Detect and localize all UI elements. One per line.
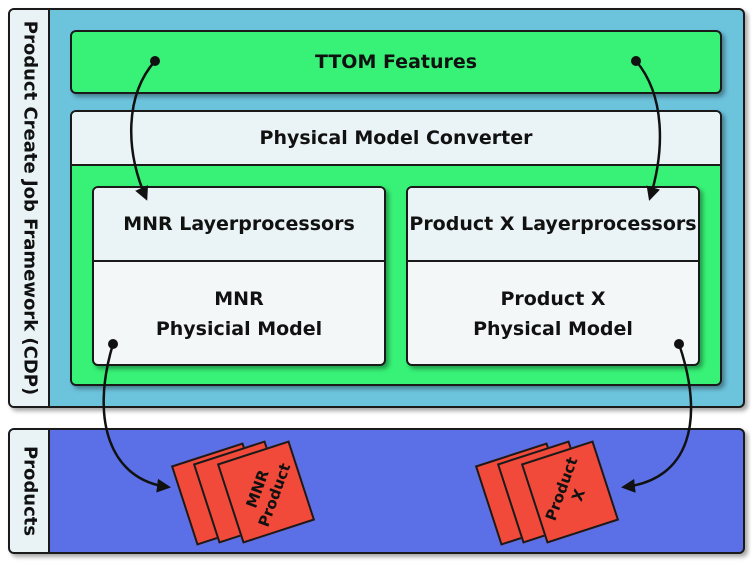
mnr-box: MNR Layerprocessors MNR Physicial Model xyxy=(92,186,386,366)
mnr-physical-model: MNR Physicial Model xyxy=(94,264,384,364)
mnr-layerprocessors-label: MNR Layerprocessors xyxy=(123,213,355,235)
converter-label: Physical Model Converter xyxy=(259,127,533,149)
products-container xyxy=(8,428,745,554)
product-x-layerprocessors-label: Product X Layerprocessors xyxy=(409,213,697,235)
px-product-line2: X xyxy=(568,486,589,504)
mnr-layerprocessors: MNR Layerprocessors xyxy=(94,188,384,262)
converter-header: Physical Model Converter xyxy=(72,112,720,166)
mnr-model-line2: Physicial Model xyxy=(155,318,323,340)
px-model-line1: Product X xyxy=(500,288,606,310)
products-label-bar xyxy=(10,430,50,552)
framework-label: Product Create Job Framework (CDP) xyxy=(19,20,41,396)
products-label: Products xyxy=(19,445,41,537)
px-model-line2: Physical Model xyxy=(473,318,633,340)
ttom-features-box: TTOM Features xyxy=(70,30,722,94)
product-x-box: Product X Layerprocessors Product X Phys… xyxy=(406,186,700,366)
mnr-model-line1: MNR xyxy=(214,288,264,310)
ttom-features-label: TTOM Features xyxy=(314,51,478,73)
product-x-layerprocessors: Product X Layerprocessors xyxy=(408,188,698,262)
product-x-physical-model: Product X Physical Model xyxy=(408,264,698,364)
framework-label-bar xyxy=(10,10,50,406)
